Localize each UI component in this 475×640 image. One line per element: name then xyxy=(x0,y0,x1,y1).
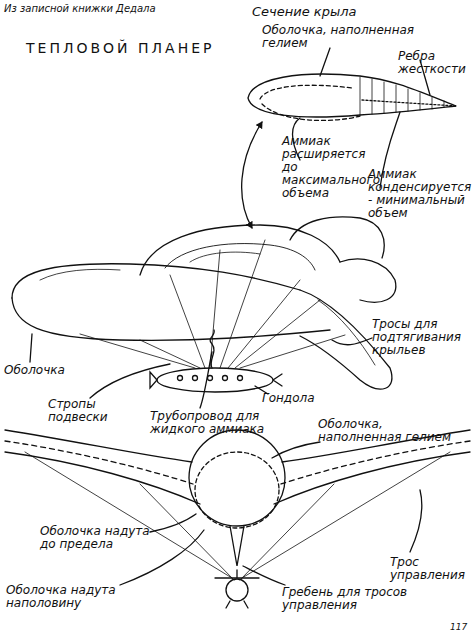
leader-line xyxy=(410,490,422,552)
callout-label: Оболочка, наполненная гелием xyxy=(262,24,432,50)
callout-label: Тросы для подтягивания крыльев xyxy=(372,318,472,357)
leader-line xyxy=(320,48,330,76)
wing-front-half xyxy=(5,441,193,484)
callout-label: Оболочка, наполненная гелием xyxy=(318,418,468,444)
callout-label: Сечение крыла xyxy=(252,5,402,19)
wing-lobe xyxy=(140,225,340,275)
leader-line xyxy=(200,352,212,408)
callout-label: Аммиак конденсируется - минимальный объе… xyxy=(368,168,473,220)
curved-arrow xyxy=(242,122,262,228)
callout-label: Аммиак расширяется до максимального объе… xyxy=(282,135,377,200)
callout-label: 117 xyxy=(450,622,475,632)
ammonia-pipe xyxy=(210,330,214,368)
gondola-rotor xyxy=(215,570,259,608)
window xyxy=(193,376,198,381)
callout-label: Оболочка xyxy=(4,364,84,377)
leader-line xyxy=(332,338,372,345)
wing-front-half xyxy=(281,441,470,484)
diagram-title: ТЕПЛОВОЙ ПЛАНЕР xyxy=(26,40,214,56)
rib-line xyxy=(362,100,456,106)
window xyxy=(178,376,183,381)
window xyxy=(238,376,243,381)
callout-label: Трубопровод для жидкого аммиака xyxy=(150,410,280,436)
callout-label: Ребра жесткости xyxy=(398,50,473,76)
gondola xyxy=(157,368,273,392)
callout-label: Оболочка надута наполовину xyxy=(6,584,126,610)
leader-line xyxy=(120,530,204,585)
envelope-shade xyxy=(40,269,120,280)
window xyxy=(223,376,228,381)
leader-line xyxy=(150,514,196,532)
leader-line xyxy=(30,334,32,362)
wing-lobe xyxy=(165,244,315,270)
envelope xyxy=(12,264,300,298)
half-inflated-contour xyxy=(195,452,279,528)
callout-label: Оболочка надута до предела xyxy=(40,525,155,551)
ammonia-contour xyxy=(262,104,360,120)
wing-section xyxy=(248,74,456,117)
callout-label: Стропы подвески xyxy=(48,398,128,424)
wing-lobe xyxy=(290,217,384,258)
gondola-tail xyxy=(150,372,282,388)
callout-label: Гребень для тросов управления xyxy=(282,586,432,612)
wing-lobe xyxy=(340,259,396,302)
window xyxy=(208,376,213,381)
suspension-line xyxy=(80,240,345,368)
wing-lobe xyxy=(190,252,260,262)
leader-line xyxy=(90,364,170,398)
leader-line xyxy=(272,442,320,458)
helium-envelope xyxy=(189,430,285,526)
control-comb xyxy=(230,526,244,566)
callout-label: Гондола xyxy=(262,392,332,405)
control-cable xyxy=(25,452,450,580)
ammonia-contour xyxy=(260,85,352,99)
rib xyxy=(360,77,444,115)
callout-label: Трос управления xyxy=(390,556,470,582)
wing-trailing xyxy=(318,300,375,365)
envelope xyxy=(12,298,330,340)
gondola-front xyxy=(226,579,248,601)
leader-line xyxy=(243,566,285,585)
callout-label: Из записной книжки Дедала xyxy=(4,3,204,14)
